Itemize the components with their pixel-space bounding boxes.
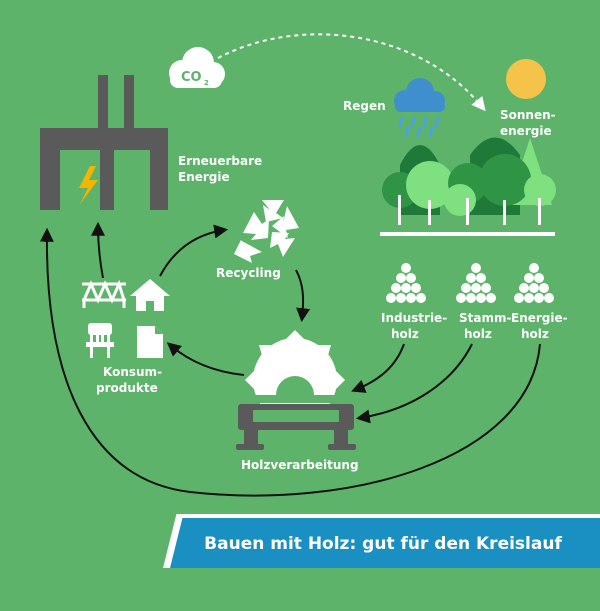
arrow-recycling-to-saw bbox=[295, 269, 311, 323]
cycle-arrows bbox=[39, 221, 541, 497]
forest-icon bbox=[380, 137, 556, 236]
energy-label-line2: Energie bbox=[178, 170, 230, 184]
log-stack-icon bbox=[386, 263, 426, 303]
konsum-label-line1: Konsum- bbox=[103, 365, 162, 379]
factory-icon bbox=[40, 75, 168, 210]
house-icon bbox=[130, 279, 170, 311]
bridge-icon bbox=[82, 279, 126, 308]
lightning-icon bbox=[79, 166, 98, 204]
arrow-house-to-recycling bbox=[159, 224, 229, 277]
recycling-icon bbox=[234, 200, 299, 263]
energieholz-label-line1: Energie- bbox=[511, 311, 568, 325]
rain-cloud-icon bbox=[394, 78, 445, 138]
co2-dotted-arrow bbox=[217, 33, 486, 112]
stamm-label-line1: Stamm- bbox=[459, 311, 511, 325]
industrie-label-line1: Industrie- bbox=[381, 311, 447, 325]
banner-title: Bauen mit Holz: gut für den Kreislauf bbox=[204, 534, 562, 554]
konsum-label-line2: produkte bbox=[96, 381, 158, 395]
sun-label-line2: energie bbox=[500, 124, 552, 138]
stamm-label-line2: holz bbox=[464, 327, 492, 341]
document-icon bbox=[137, 326, 163, 358]
rain-label: Regen bbox=[343, 99, 386, 113]
chair-icon bbox=[86, 323, 114, 358]
co2-subscript: 2 bbox=[204, 79, 209, 87]
arrow-saw-to-products bbox=[166, 342, 245, 376]
energieholz-label-line2: holz bbox=[521, 327, 549, 341]
sun-label-line1: Sonnen- bbox=[500, 108, 556, 122]
arrow-energieholz-to-factory bbox=[39, 227, 541, 497]
energy-label-line1: Erneuerbare bbox=[178, 154, 262, 168]
sun-icon bbox=[506, 59, 546, 99]
log-stack-icon bbox=[514, 263, 554, 303]
arrow-industrie-to-saw bbox=[351, 343, 405, 393]
arrow-stamm-to-saw bbox=[355, 343, 473, 424]
log-stack-icon bbox=[456, 263, 496, 303]
industrie-label-line2: holz bbox=[391, 327, 419, 341]
holzverarbeitung-label: Holzverarbeitung bbox=[241, 458, 359, 472]
co2-label: CO bbox=[181, 70, 202, 85]
co2-cloud-icon bbox=[169, 47, 225, 88]
recycling-label: Recycling bbox=[216, 266, 281, 280]
arrow-bridge-to-factory bbox=[91, 221, 106, 279]
saw-blade-icon bbox=[245, 330, 345, 422]
